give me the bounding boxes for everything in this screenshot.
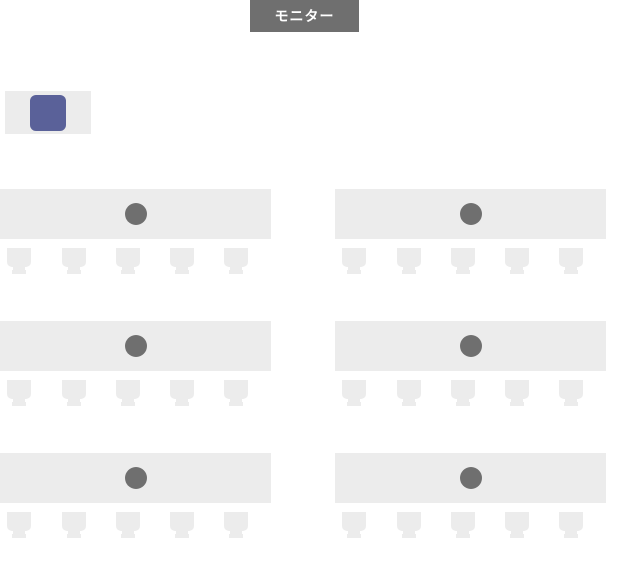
chair-icon[interactable] [62, 512, 86, 538]
chair-icon[interactable] [116, 248, 140, 274]
chair-icon[interactable] [505, 512, 529, 538]
chair-icon[interactable] [451, 512, 475, 538]
chair-icon[interactable] [170, 380, 194, 406]
chair-icon[interactable] [397, 380, 421, 406]
monitor-label: モニター [250, 0, 359, 32]
chair-icon[interactable] [397, 512, 421, 538]
table-marker-icon [124, 335, 147, 357]
table-marker-icon [459, 335, 482, 357]
chair-icon[interactable] [7, 512, 31, 538]
chair-icon[interactable] [505, 248, 529, 274]
chair-icon[interactable] [62, 248, 86, 274]
chair-icon[interactable] [62, 380, 86, 406]
table-r2-c2[interactable] [335, 321, 606, 371]
table-marker-icon [459, 467, 482, 489]
chair-icon[interactable] [7, 380, 31, 406]
table-r3-c2[interactable] [335, 453, 606, 503]
chair-icon[interactable] [451, 248, 475, 274]
chair-icon[interactable] [559, 380, 583, 406]
chair-icon[interactable] [342, 248, 366, 274]
chair-icon[interactable] [7, 248, 31, 274]
chair-icon[interactable] [116, 512, 140, 538]
table-r2-c1[interactable] [0, 321, 271, 371]
chair-icon[interactable] [342, 512, 366, 538]
chair-icon[interactable] [342, 380, 366, 406]
table-marker-icon [124, 467, 147, 489]
table-marker-icon [459, 203, 482, 225]
chair-icon[interactable] [224, 380, 248, 406]
chair-icon[interactable] [397, 248, 421, 274]
chair-icon[interactable] [451, 380, 475, 406]
chair-icon[interactable] [559, 248, 583, 274]
presenter-area [5, 91, 91, 134]
table-r3-c1[interactable] [0, 453, 271, 503]
presenter-seat-icon[interactable] [30, 95, 66, 131]
table-marker-icon [124, 203, 147, 225]
chair-icon[interactable] [224, 248, 248, 274]
chair-icon[interactable] [505, 380, 529, 406]
table-r1-c1[interactable] [0, 189, 271, 239]
chair-icon[interactable] [224, 512, 248, 538]
table-r1-c2[interactable] [335, 189, 606, 239]
chair-icon[interactable] [559, 512, 583, 538]
chair-icon[interactable] [170, 512, 194, 538]
chair-icon[interactable] [116, 380, 140, 406]
chair-icon[interactable] [170, 248, 194, 274]
